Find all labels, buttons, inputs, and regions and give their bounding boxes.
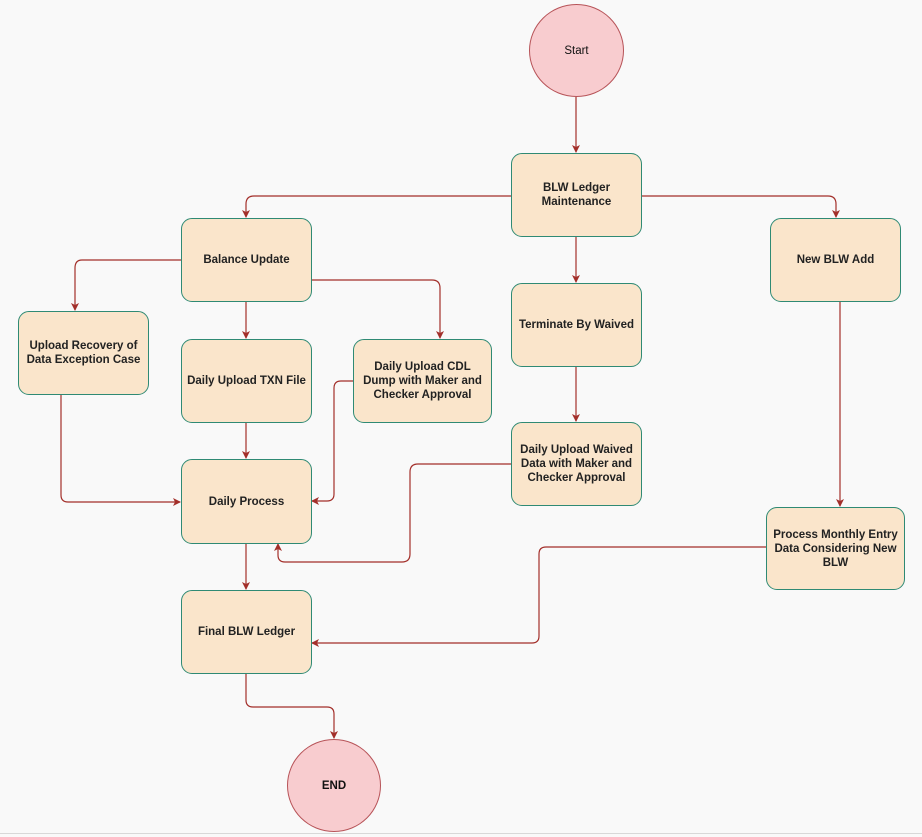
- edge-final-to-end: [245, 674, 338, 739]
- final-blw-ledger-node: Final BLW Ledger: [181, 590, 312, 674]
- edge-maintenance-to-balance: [242, 195, 511, 218]
- bottom-divider: [0, 833, 922, 834]
- balance-update-node: Balance Update: [181, 218, 312, 302]
- edge-balance-to-cdl: [311, 279, 444, 339]
- edge-waived-to-daily: [274, 463, 511, 563]
- edge-cdl-to-daily: [311, 380, 353, 505]
- daily-upload-waived-node: Daily Upload Waived Data with Maker and …: [511, 422, 642, 506]
- end-node: END: [287, 739, 381, 832]
- process-monthly-node: Process Monthly Entry Data Considering N…: [766, 507, 905, 590]
- edge-maintenance-to-newblw: [641, 195, 840, 218]
- upload-recovery-node: Upload Recovery of Data Exception Case: [18, 311, 149, 395]
- daily-upload-cdl-node: Daily Upload CDL Dump with Maker and Che…: [353, 339, 492, 423]
- terminate-by-waived-node: Terminate By Waived: [511, 283, 642, 367]
- edge-monthly-to-final: [311, 546, 766, 647]
- new-blw-add-node: New BLW Add: [770, 218, 901, 302]
- edge-recovery-to-daily: [60, 394, 181, 506]
- edge-balance-to-recovery: [71, 259, 181, 311]
- blw-ledger-maintenance-node: BLW Ledger Maintenance: [511, 153, 642, 237]
- start-node: Start: [529, 4, 624, 97]
- daily-process-node: Daily Process: [181, 459, 312, 544]
- daily-upload-txn-node: Daily Upload TXN File: [181, 339, 312, 423]
